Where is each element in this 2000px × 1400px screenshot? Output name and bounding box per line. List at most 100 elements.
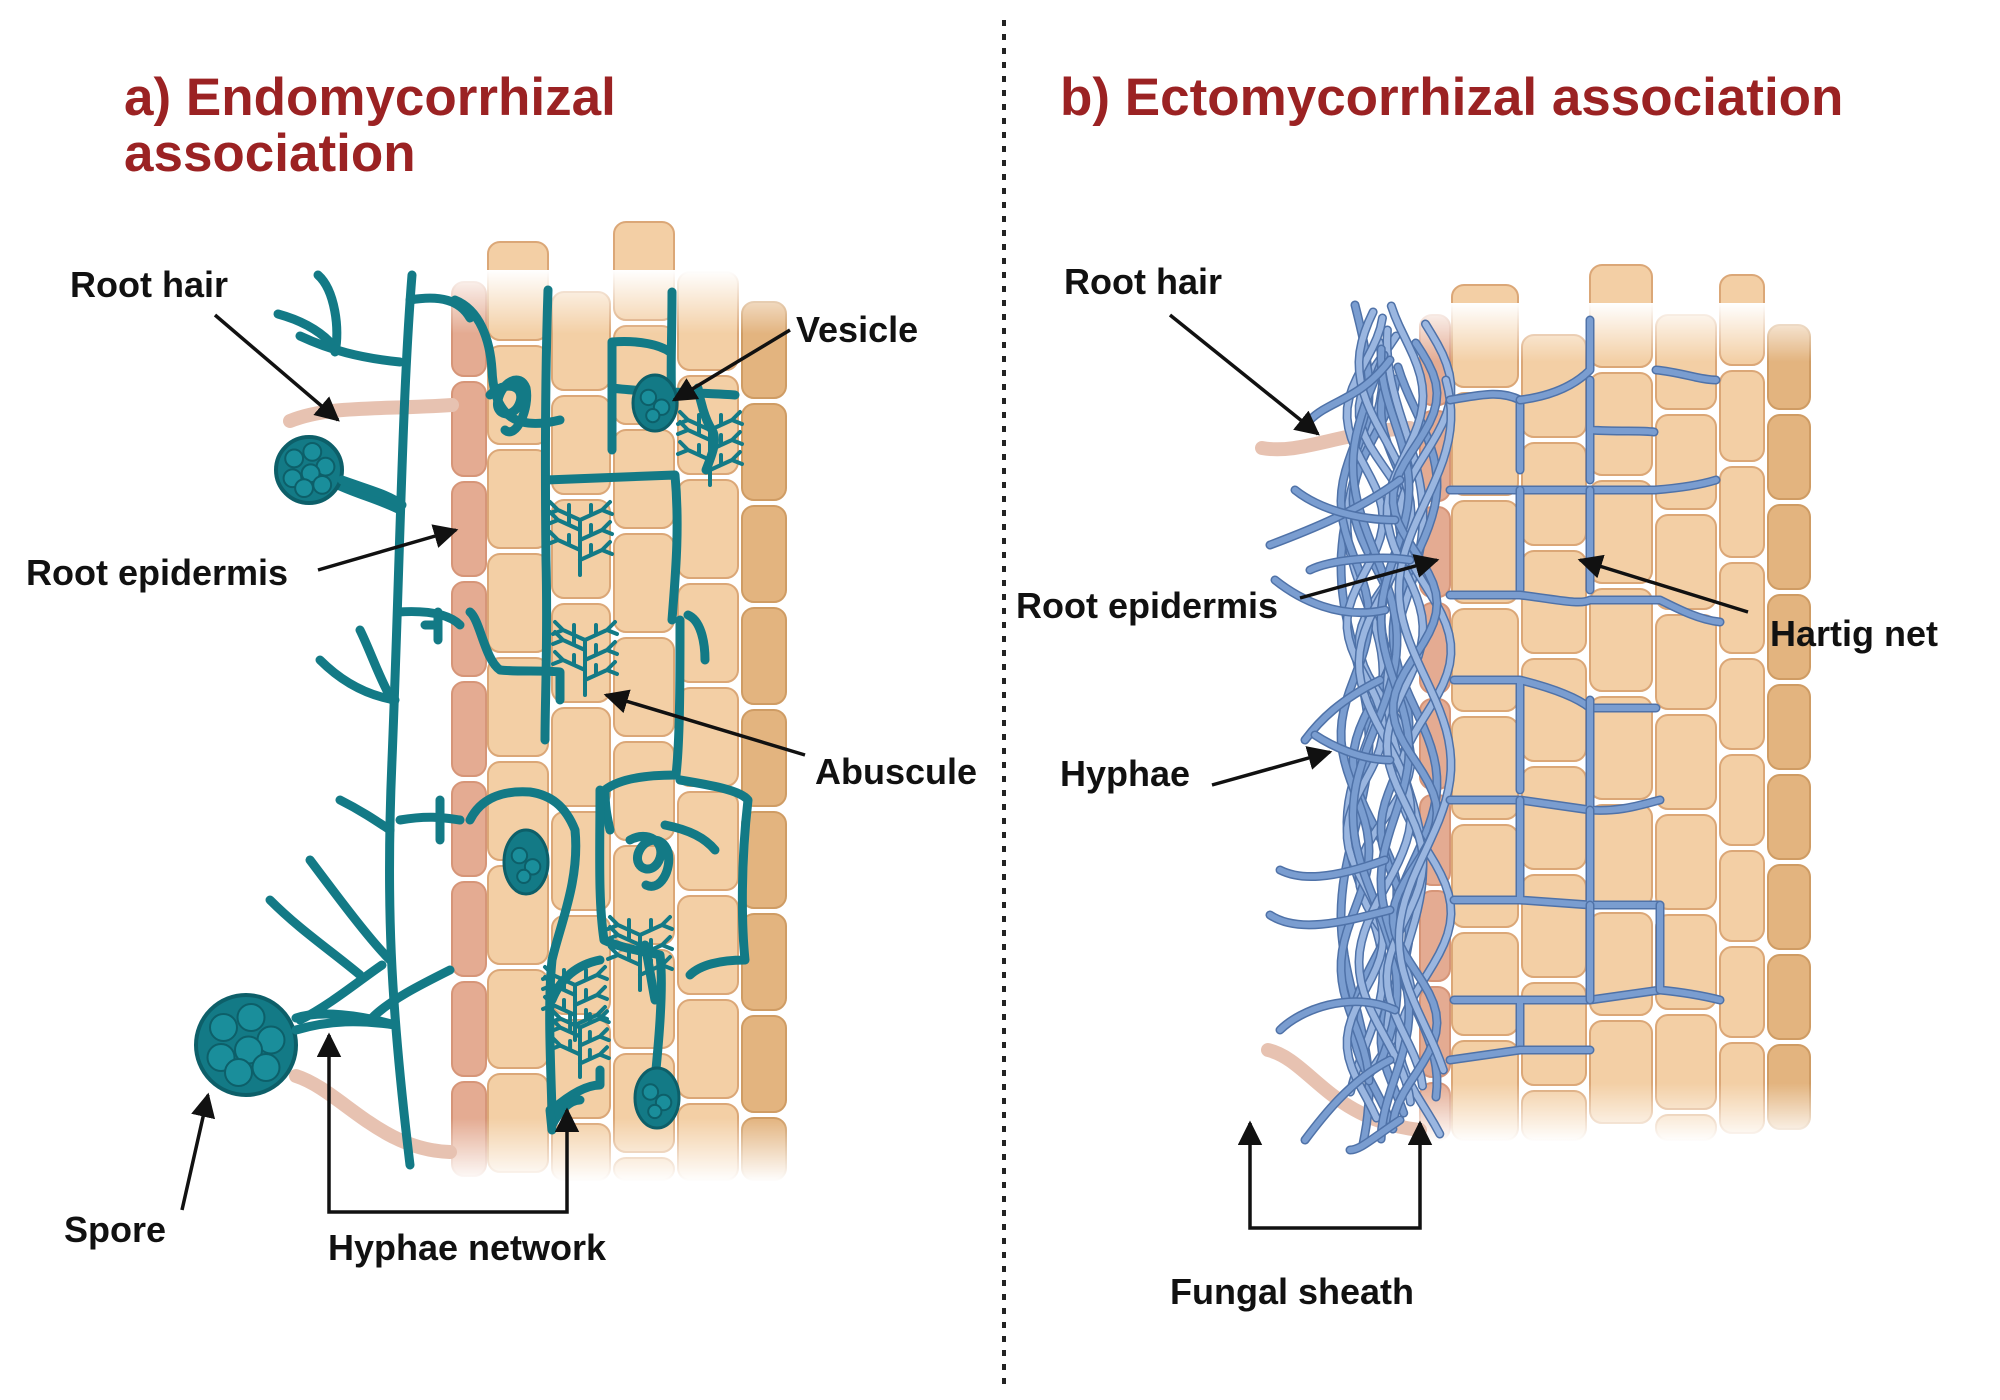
endo-fungal-hyphae — [265, 270, 753, 1170]
hartig-hypha — [1451, 797, 1663, 908]
arbuscule — [546, 500, 614, 577]
endo-vesicles — [502, 373, 681, 1130]
arrow-spore — [180, 1092, 216, 1211]
hartig-hypha — [1653, 367, 1719, 383]
hypha-branch — [335, 481, 405, 515]
label-hyphae: Hyphae — [1060, 753, 1191, 794]
bracket-hyphae-network — [316, 1032, 580, 1214]
spore-cell — [312, 474, 333, 495]
arrow-root-hair — [213, 313, 340, 422]
endo-root-hairs — [283, 398, 459, 1159]
hypha-branch — [405, 293, 475, 323]
arbuscule — [541, 965, 609, 1042]
sheath-hypha — [1277, 998, 1398, 1033]
hartig-hypha — [1517, 317, 1593, 403]
arrow-hyphae — [1211, 746, 1333, 787]
spore-cell — [302, 441, 323, 462]
intracellular-hypha — [595, 785, 666, 1095]
spore-cell — [236, 1003, 266, 1032]
hypha-branch — [295, 331, 405, 367]
hartig-hypha — [1587, 377, 1657, 483]
hypha-branch — [367, 965, 455, 1023]
hartig-hypha — [1447, 477, 1719, 493]
arbuscule — [676, 410, 744, 487]
intracellular-hypha — [683, 610, 710, 665]
arrow-root-epidermis — [1299, 554, 1440, 600]
intracellular-hypha — [541, 470, 682, 625]
panel-a-title-line1: a) Endomycorrhizal — [124, 68, 616, 127]
spore-cell — [251, 1053, 281, 1082]
hypha-branch — [305, 855, 395, 965]
spore-hypha — [291, 1017, 400, 1035]
spore-cell — [284, 448, 305, 469]
intracellular-hypha — [547, 955, 605, 1005]
label-vesicle: Vesicle — [796, 309, 919, 350]
arrow-root-hair — [1168, 313, 1320, 436]
label-root-epidermis-a: Root epidermis — [26, 552, 289, 593]
sheath-hypha — [1307, 555, 1413, 573]
endo-spores — [194, 435, 407, 1097]
ecto-hartig-net — [1445, 315, 1725, 1065]
arrow-root-epidermis — [317, 524, 459, 572]
hyphal-coil — [485, 375, 532, 437]
intracellular-hypha — [465, 787, 581, 1115]
vesicle-lobe — [647, 1103, 663, 1120]
arrow-hartig-net — [1577, 554, 1749, 614]
root-hair — [283, 398, 459, 428]
hartig-hypha — [1447, 1047, 1593, 1063]
root-hair — [289, 1069, 457, 1159]
sheath-hypha — [1355, 309, 1415, 1105]
vesicle-lobe — [641, 1083, 660, 1101]
hypha-branch — [265, 895, 365, 980]
intracellular-hypha — [545, 1105, 557, 1135]
vesicle-lobe — [510, 846, 529, 865]
label-arbuscule: Abuscule — [815, 751, 978, 792]
sheath-hypha — [1267, 907, 1393, 928]
label-root-hair-b: Root hair — [1064, 261, 1222, 302]
spore-cell — [224, 1058, 253, 1087]
label-hyphae-network: Hyphae network — [328, 1227, 607, 1268]
hypha-branch — [273, 309, 335, 347]
sheath-hypha — [1292, 487, 1398, 523]
panel-a-title-line2: association — [124, 124, 416, 183]
sheath-hypha — [1390, 340, 1441, 1126]
hypha-branch — [335, 795, 395, 835]
hypha-branch — [355, 625, 397, 705]
hartig-hypha — [1587, 902, 1723, 1003]
vesicle-lobe — [516, 868, 532, 885]
arbuscule — [606, 915, 674, 992]
intracellular-hypha — [660, 820, 720, 855]
spore-cell — [209, 1013, 238, 1042]
spore-cell — [294, 478, 314, 499]
endo-leader-lines — [180, 313, 806, 1214]
intracellular-hypha — [540, 285, 553, 745]
intracellular-hypha — [450, 295, 565, 428]
sheath-hypha — [1272, 577, 1388, 616]
sheath-hypha — [1277, 857, 1388, 880]
label-spore: Spore — [64, 1209, 167, 1250]
sheath-hypha — [1395, 377, 1454, 1073]
panel-b-title: b) Ectomycorrhizal association — [1060, 68, 1844, 127]
bracket-fungal-sheath — [1237, 1120, 1433, 1230]
sheath-hypha — [1383, 303, 1427, 1089]
ecto-fungal-sheath — [1265, 300, 1456, 1155]
arbuscule — [551, 620, 619, 697]
sheath-hypha — [1312, 732, 1393, 763]
spore-hypha — [337, 475, 407, 510]
label-root-epidermis-b: Root epidermis — [1016, 585, 1279, 626]
label-hartig-net: Hartig net — [1770, 613, 1939, 654]
label-fungal-sheath: Fungal sheath — [1170, 1271, 1415, 1312]
arrow-arbuscule — [603, 689, 806, 757]
vesicle-lobe — [645, 408, 661, 424]
panel-a-title: a) Endomycorrhizal association — [124, 70, 616, 182]
sheath-hypha — [1267, 477, 1403, 548]
intracellular-hypha — [675, 775, 753, 980]
vesicle-lobe — [639, 388, 658, 407]
appressorium — [420, 607, 443, 645]
label-root-hair-a: Root hair — [70, 264, 228, 305]
endo-root-tissue — [450, 221, 788, 1182]
sheath-hypha — [1302, 677, 1383, 743]
hypha-branch — [395, 812, 465, 825]
